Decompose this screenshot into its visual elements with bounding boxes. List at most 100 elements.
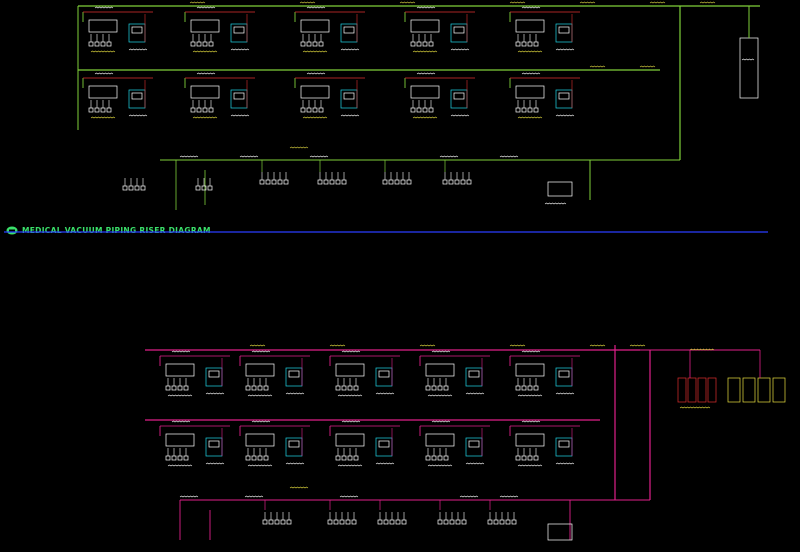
vacuum-outlet [422, 107, 428, 113]
label-mark [339, 495, 359, 498]
label-mark [192, 50, 218, 53]
zone-valve-box [245, 433, 275, 447]
vacuum-outlet [515, 41, 521, 47]
vacuum-outlet [353, 455, 359, 461]
zone-valve-box [165, 363, 195, 377]
vacuum-outlet [177, 385, 183, 391]
label-mark [629, 344, 646, 347]
vacuum-outlet [353, 385, 359, 391]
vacuum-outlet [505, 519, 511, 525]
vacuum-outlet [195, 185, 201, 191]
panel-display [468, 370, 480, 378]
vacuum-outlet [259, 179, 265, 185]
zone-valve-box [335, 363, 365, 377]
zone-valve-box [190, 19, 220, 33]
receiver-tank [757, 377, 771, 403]
vacuum-outlet [245, 385, 251, 391]
label-mark [285, 392, 305, 395]
vacuum-outlet [306, 41, 312, 47]
vacuum-outlet [140, 185, 146, 191]
label-mark [309, 155, 329, 158]
vacuum-outlet [128, 185, 134, 191]
panel-display [558, 440, 570, 448]
vacuum-outlet [271, 179, 277, 185]
zone-valve-box [165, 433, 195, 447]
vacuum-outlet [431, 385, 437, 391]
vacuum-outlet [487, 519, 493, 525]
label-mark [499, 495, 519, 498]
label-mark [521, 350, 541, 353]
label-mark [509, 344, 526, 347]
vacuum-outlet [106, 107, 112, 113]
vacuum-outlet [406, 179, 412, 185]
vacuum-outlet [323, 179, 329, 185]
panel-display [208, 370, 220, 378]
label-mark [171, 420, 191, 423]
vacuum-outlet [401, 519, 407, 525]
label-mark [450, 48, 470, 51]
vacuum-outlet [165, 385, 171, 391]
vacuum-outlet [533, 385, 539, 391]
label-mark [289, 486, 309, 489]
vacuum-outlet [521, 107, 527, 113]
vacuum-outlet [351, 519, 357, 525]
vacuum-outlet [394, 179, 400, 185]
label-mark [247, 464, 273, 467]
label-mark [192, 116, 218, 119]
vacuum-outlet [134, 185, 140, 191]
vacuum-outlet [300, 41, 306, 47]
label-mark [521, 6, 541, 9]
label-mark [94, 6, 114, 9]
vacuum-outlet [329, 179, 335, 185]
vacuum-outlet [455, 519, 461, 525]
vacuum-outlet [312, 107, 318, 113]
label-mark [341, 350, 361, 353]
zone-valve-box [547, 181, 573, 197]
vacuum-outlet [251, 455, 257, 461]
vacuum-outlet [422, 41, 428, 47]
label-mark [427, 464, 453, 467]
vacuum-outlet [263, 455, 269, 461]
vacuum-outlet [171, 385, 177, 391]
vacuum-outlet [196, 41, 202, 47]
vacuum-outlet [521, 455, 527, 461]
vacuum-outlet [443, 455, 449, 461]
vacuum-outlet [165, 455, 171, 461]
label-mark [517, 50, 543, 53]
zone-valve-box [425, 363, 455, 377]
label-mark [189, 1, 206, 4]
vacuum-outlet [388, 179, 394, 185]
vacuum-outlet [515, 455, 521, 461]
label-mark [427, 394, 453, 397]
panel-display [558, 92, 570, 100]
vacuum-outlet [88, 107, 94, 113]
receiver-tank [772, 377, 786, 403]
label-mark [459, 495, 479, 498]
vacuum-outlet [318, 107, 324, 113]
panel-display [131, 26, 143, 34]
vacuum-outlet [312, 41, 318, 47]
panel-display [288, 440, 300, 448]
zone-valve-box [300, 85, 330, 99]
vacuum-outlet [262, 519, 268, 525]
vacuum-outlet [268, 519, 274, 525]
zone-valve-box [245, 363, 275, 377]
vacuum-outlet [122, 185, 128, 191]
label-mark [399, 1, 416, 4]
label-mark [589, 65, 606, 68]
label-mark [741, 58, 755, 61]
vacuum-outlet [382, 179, 388, 185]
vacuum-outlet [437, 455, 443, 461]
vacuum-outlet [443, 385, 449, 391]
label-mark [244, 495, 264, 498]
label-mark [179, 155, 199, 158]
vacuum-outlet [277, 179, 283, 185]
vacuum-outlet [208, 41, 214, 47]
lower-riser-diagram [145, 344, 786, 541]
vacuum-outlet [527, 455, 533, 461]
label-mark [699, 1, 716, 4]
label-mark [340, 48, 360, 51]
vacuum-outlet [263, 385, 269, 391]
vacuum-outlet [177, 455, 183, 461]
